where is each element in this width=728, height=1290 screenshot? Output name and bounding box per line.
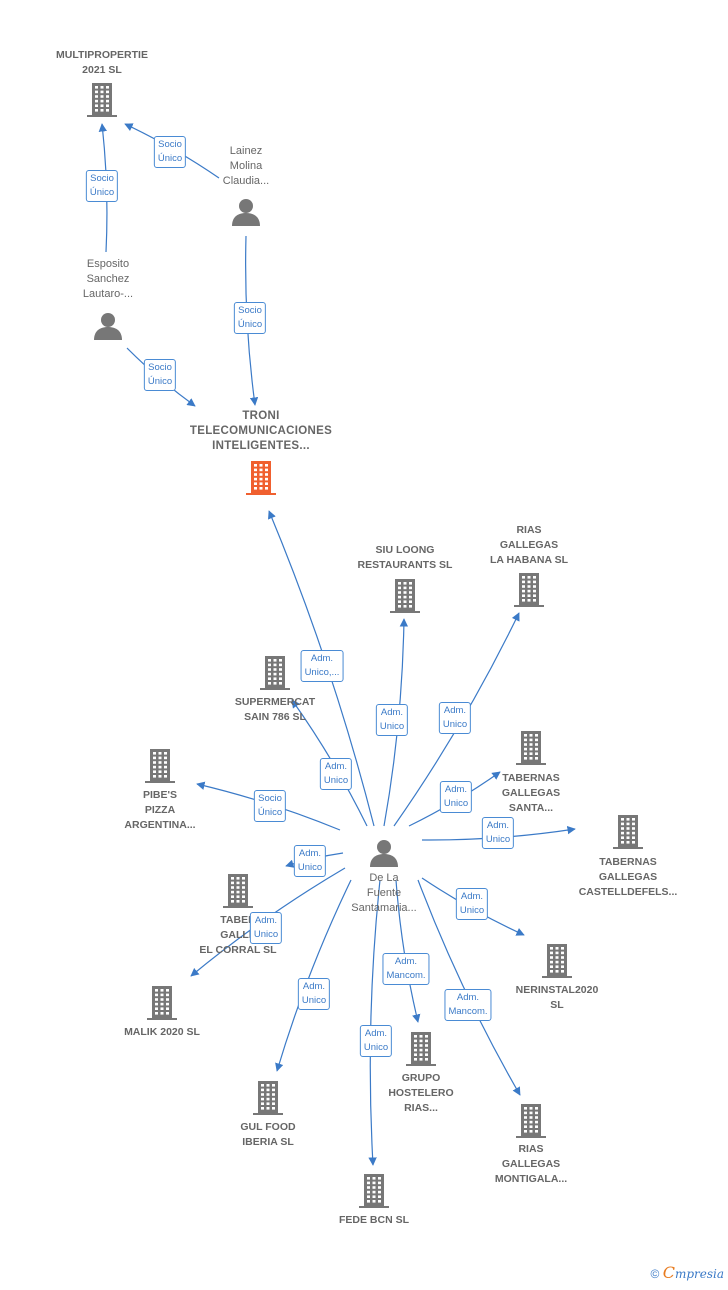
- node-icon[interactable]: [147, 986, 177, 1025]
- edge-delafuente-gulfood: [275, 879, 352, 1072]
- node-icon[interactable]: [87, 83, 117, 122]
- node-icon[interactable]: [613, 815, 643, 854]
- node-label[interactable]: De La Fuente Santamaria...: [351, 872, 417, 914]
- building-icon: [223, 874, 253, 908]
- node-label[interactable]: GRUPO HOSTELERO RIAS...: [388, 1072, 454, 1114]
- building-icon: [87, 83, 117, 117]
- edge-label[interactable]: Socio Único: [153, 136, 187, 168]
- node-icon[interactable]: [93, 311, 123, 346]
- building-icon: [145, 749, 175, 783]
- node-label[interactable]: MALIK 2020 SL: [124, 1026, 200, 1038]
- edge-label[interactable]: Adm. Unico: [319, 758, 353, 790]
- edge-delafuente-fedebcn: [368, 879, 381, 1166]
- node-icon[interactable]: [542, 944, 572, 983]
- node-label[interactable]: GUL FOOD IBERIA SL: [240, 1121, 296, 1148]
- person-icon: [370, 840, 398, 867]
- node-icon[interactable]: [231, 197, 261, 232]
- node-label[interactable]: TABER GALLE EL CORRAL SL: [199, 914, 277, 956]
- focus-building-icon: [246, 461, 276, 495]
- node-label[interactable]: SUPERMERCAT SAIN 786 SL: [234, 696, 316, 723]
- edge-label[interactable]: Adm. Unico,...: [300, 650, 344, 682]
- node-icon[interactable]: [253, 1081, 283, 1120]
- node-icon[interactable]: [516, 731, 546, 770]
- node-icon[interactable]: [223, 874, 253, 913]
- node-icon[interactable]: [260, 656, 290, 695]
- node-label[interactable]: TABERNAS GALLEGAS SANTA...: [501, 772, 561, 814]
- edge-label[interactable]: Adm. Unico: [438, 702, 472, 734]
- node-icon[interactable]: [514, 573, 544, 612]
- brand-name: mpresia: [674, 1267, 724, 1281]
- building-icon: [253, 1081, 283, 1115]
- edge-label[interactable]: Adm. Mancom.: [444, 989, 492, 1021]
- copyright-symbol: ©: [650, 1267, 660, 1281]
- person-icon: [232, 199, 260, 226]
- node-label[interactable]: PIBE'S PIZZA ARGENTINA...: [124, 789, 196, 831]
- node-icon[interactable]: [359, 1174, 389, 1213]
- building-icon: [613, 815, 643, 849]
- edge-label[interactable]: Adm. Unico: [439, 781, 473, 813]
- building-icon: [390, 579, 420, 613]
- edge-label[interactable]: Adm. Unico: [455, 888, 489, 920]
- edge-label[interactable]: Socio Único: [85, 170, 119, 202]
- edge-label[interactable]: Adm. Unico: [375, 704, 409, 736]
- node-label[interactable]: NERINSTAL2020 SL: [515, 984, 599, 1011]
- edge-label[interactable]: Adm. Unico: [359, 1025, 393, 1057]
- node-icon[interactable]: [390, 579, 420, 618]
- edge-label[interactable]: Socio Único: [143, 359, 177, 391]
- node-label[interactable]: Lainez Molina Claudia...: [222, 145, 270, 187]
- node-icon[interactable]: [406, 1032, 436, 1071]
- building-icon: [516, 731, 546, 765]
- edge-label[interactable]: Socio Único: [233, 302, 267, 334]
- node-label[interactable]: RIAS GALLEGAS MONTIGALA...: [494, 1143, 568, 1185]
- building-icon: [542, 944, 572, 978]
- node-label[interactable]: SIU LOONG RESTAURANTS SL: [357, 544, 453, 571]
- footer-brand[interactable]: © Cmpresia: [651, 1263, 725, 1282]
- node-label[interactable]: MULTIPROPERTIE 2021 SL: [56, 49, 148, 76]
- building-icon: [514, 573, 544, 607]
- node-icon[interactable]: [369, 838, 399, 873]
- edge-delafuente-grupo: [395, 879, 421, 1023]
- node-label[interactable]: Esposito Sanchez Lautaro-...: [82, 258, 134, 300]
- building-icon: [147, 986, 177, 1020]
- node-label[interactable]: RIAS GALLEGAS LA HABANA SL: [490, 524, 568, 566]
- node-label[interactable]: TABERNAS GALLEGAS CASTELLDEFELS...: [578, 856, 678, 898]
- edge-label[interactable]: Adm. Unico: [481, 817, 515, 849]
- edge-label[interactable]: Adm. Unico: [293, 845, 327, 877]
- edge-label[interactable]: Adm. Unico: [297, 978, 331, 1010]
- node-icon[interactable]: [516, 1104, 546, 1143]
- node-icon[interactable]: [246, 461, 276, 500]
- node-label[interactable]: TRONI TELECOMUNICACIONES INTELIGENTES...: [189, 410, 333, 452]
- person-icon: [94, 313, 122, 340]
- building-icon: [260, 656, 290, 690]
- edge-label[interactable]: Adm. Unico: [249, 912, 283, 944]
- brand-initial: C: [662, 1263, 675, 1282]
- building-icon: [406, 1032, 436, 1066]
- building-icon: [516, 1104, 546, 1138]
- node-label[interactable]: FEDE BCN SL: [338, 1214, 409, 1226]
- edge-label[interactable]: Adm. Mancom.: [382, 953, 430, 985]
- edge-label[interactable]: Socio Único: [253, 790, 287, 822]
- building-icon: [359, 1174, 389, 1208]
- node-icon[interactable]: [145, 749, 175, 788]
